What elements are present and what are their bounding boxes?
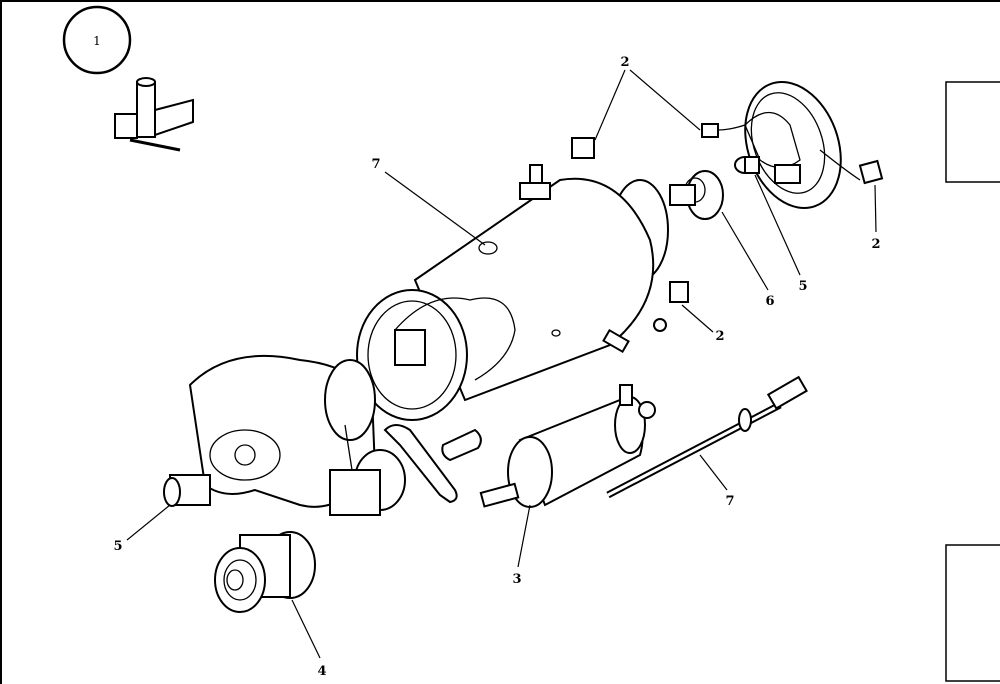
side-tab-bottom (945, 544, 1000, 682)
commutator-bearing-part (669, 170, 724, 220)
electrical-system-icon (114, 77, 194, 152)
callout-7-bolt: 7 (725, 494, 734, 509)
callout-7-housing: 7 (371, 157, 380, 172)
solenoid-part (479, 384, 656, 508)
shift-lever-part (383, 424, 482, 504)
end-cover-part (701, 81, 884, 209)
pinion-drive-part (214, 531, 316, 613)
callout-4: 4 (317, 664, 326, 679)
callout-5-bushing: 5 (798, 279, 807, 294)
bushing-part (734, 156, 760, 174)
figure-number: 1 (93, 34, 101, 48)
callout-5-drive-end: 5 (113, 539, 122, 554)
motor-housing-part (356, 137, 689, 421)
callout-2-right: 2 (871, 237, 880, 252)
figure-number-badge: 1 (62, 5, 132, 75)
side-tab-top (945, 81, 1000, 183)
callout-2-connectors: 2 (620, 55, 629, 70)
through-bolt-part (606, 375, 808, 499)
callout-3: 3 (512, 572, 521, 587)
callout-6: 6 (765, 294, 774, 309)
callout-2-housing: 2 (715, 329, 724, 344)
leader-lines (126, 69, 877, 659)
drive-end-housing-part (163, 354, 406, 516)
